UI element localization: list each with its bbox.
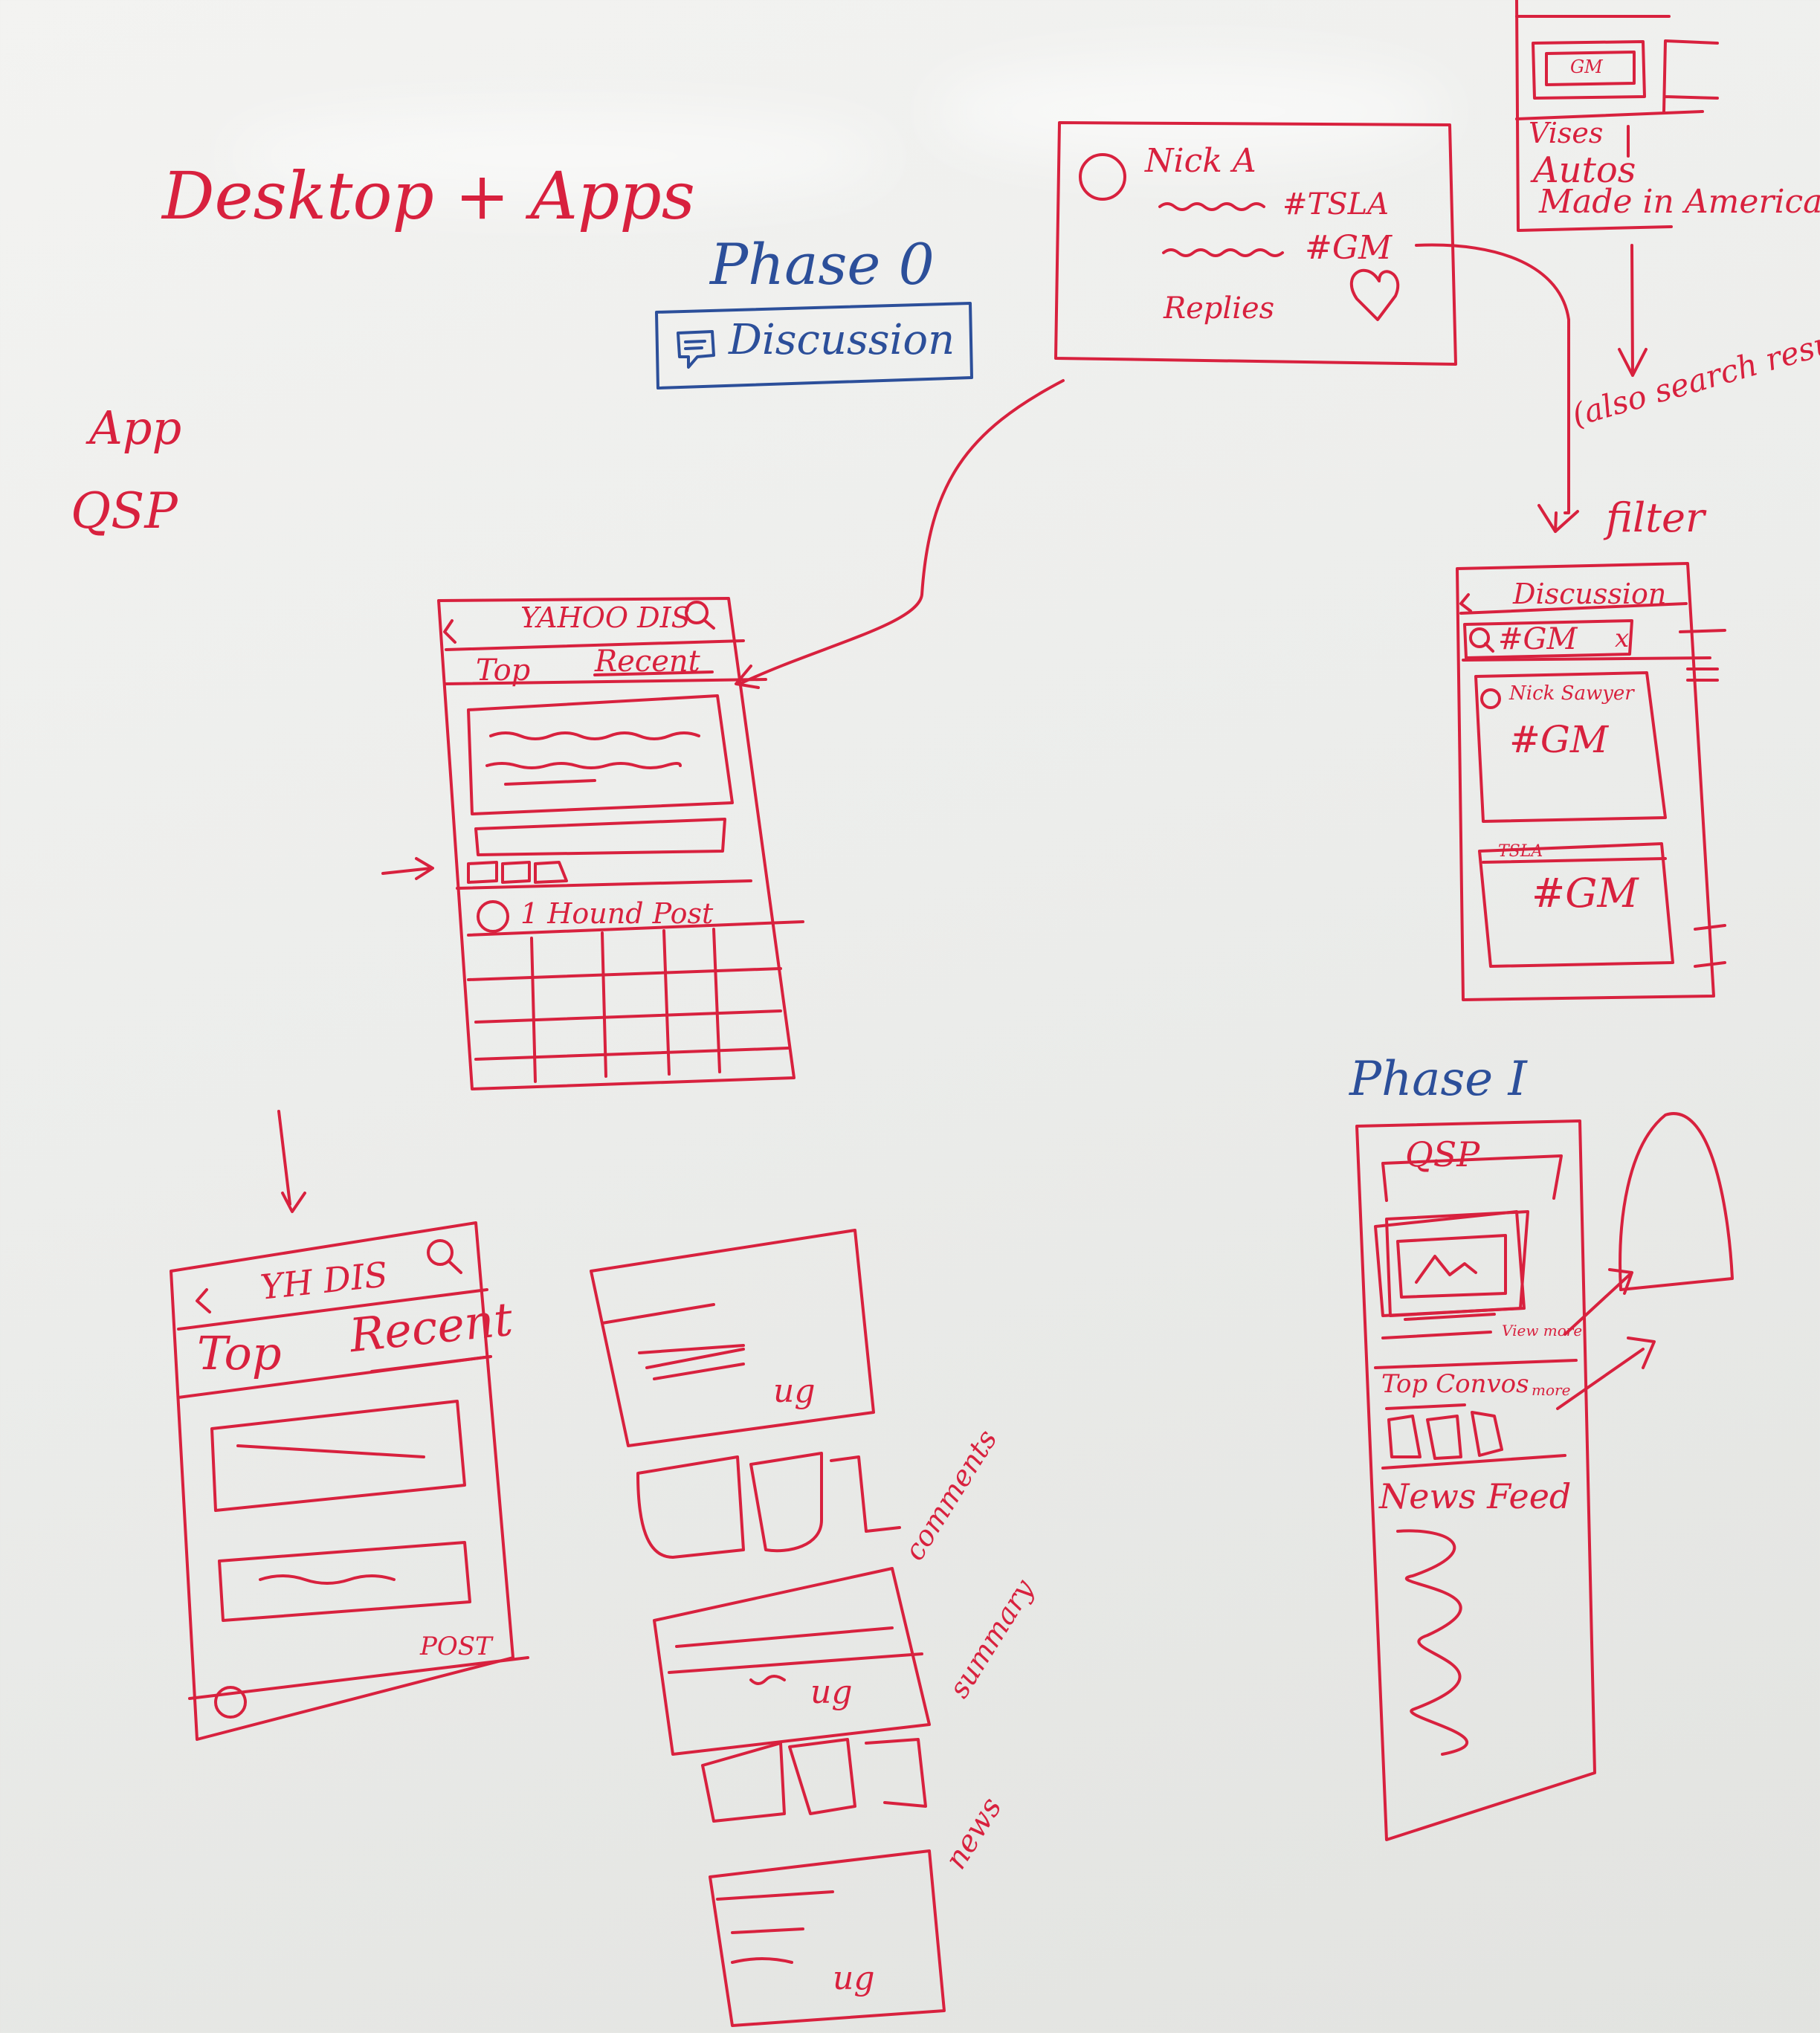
post-tag-tsla: #TSLA bbox=[1282, 187, 1390, 222]
phase0-badge bbox=[655, 302, 973, 390]
chart-icon bbox=[1415, 1255, 1477, 1284]
category-item: Vises bbox=[1529, 117, 1604, 149]
squiggle-line bbox=[1158, 202, 1265, 211]
heart-icon bbox=[1350, 268, 1400, 321]
phase1-screen bbox=[1355, 1112, 1734, 1841]
search-bar bbox=[1463, 619, 1633, 659]
screen1 bbox=[277, 597, 804, 1213]
category-item: Made in America bbox=[1539, 183, 1820, 221]
phase1-more: more bbox=[1532, 1381, 1571, 1399]
phase0-badge-text: Discussion bbox=[729, 316, 955, 364]
phase1-top-convos: Top Convos bbox=[1381, 1369, 1529, 1399]
screen1-title: YAHOO DIS bbox=[520, 601, 691, 634]
category-item: Autos bbox=[1533, 149, 1636, 191]
clear-icon: x bbox=[1615, 624, 1630, 653]
squiggle-line bbox=[749, 1675, 786, 1685]
filtered-search-tag: #GM bbox=[1498, 622, 1578, 656]
search-icon bbox=[1469, 627, 1490, 648]
phase1-view-more: View more bbox=[1502, 1322, 1583, 1339]
back-icon bbox=[443, 619, 456, 644]
arrow bbox=[735, 379, 1065, 689]
squiggle-line bbox=[1396, 1529, 1469, 1756]
gm-button-label: GM bbox=[1570, 56, 1603, 77]
stack-ug-2: ug bbox=[810, 1673, 853, 1711]
phase0-title: Phase 0 bbox=[710, 231, 935, 297]
filtered-post-tag: #GM bbox=[1509, 718, 1609, 761]
phase1-title: Phase I bbox=[1349, 1052, 1527, 1107]
stack-ug-3: ug bbox=[833, 1959, 875, 1997]
app-label: App bbox=[89, 401, 182, 455]
screen2-tab-top: Top bbox=[197, 1326, 282, 1380]
search-icon bbox=[427, 1239, 454, 1266]
avatar bbox=[1079, 153, 1126, 201]
phase1-header: QSP bbox=[1405, 1134, 1480, 1174]
back-icon bbox=[1459, 593, 1472, 613]
tile bbox=[501, 861, 531, 884]
qsp-label: QSP bbox=[71, 482, 178, 540]
screen2-post: POST bbox=[420, 1632, 492, 1661]
tsla-chip: TSLA bbox=[1498, 842, 1543, 861]
gm-button bbox=[1545, 51, 1636, 86]
search-icon bbox=[685, 601, 709, 624]
categories-box bbox=[1515, 0, 1719, 533]
screen1-tab-recent: Recent bbox=[595, 644, 700, 679]
filtered-title: Discussion bbox=[1513, 578, 1667, 610]
arrow bbox=[1556, 1337, 1656, 1410]
post-author: Nick A bbox=[1145, 142, 1256, 180]
tile bbox=[467, 861, 498, 884]
filtered-second-tag: #GM bbox=[1532, 870, 1639, 917]
post-replies: Replies bbox=[1164, 291, 1275, 326]
post-card bbox=[1054, 121, 1570, 514]
tile bbox=[534, 861, 568, 884]
screen1-poster: 1 Hound Post bbox=[520, 897, 714, 930]
filter-label: filter bbox=[1606, 494, 1705, 541]
screen1-tab-top: Top bbox=[476, 653, 531, 688]
heading: Desktop + Apps bbox=[162, 158, 695, 234]
squiggle-line bbox=[1162, 248, 1284, 257]
chat-bubble-icon bbox=[677, 330, 715, 369]
post-tag-gm: #GM bbox=[1305, 229, 1393, 267]
expanded-panel bbox=[1619, 1112, 1734, 1291]
phase1-news-feed: News Feed bbox=[1379, 1476, 1572, 1516]
filtered-screen bbox=[1456, 562, 1726, 1001]
card-stack bbox=[590, 1229, 946, 2027]
emoji-icon bbox=[477, 900, 509, 933]
emoji-icon bbox=[214, 1686, 247, 1719]
arrow bbox=[381, 857, 434, 880]
stack-ug-1: ug bbox=[773, 1372, 816, 1410]
filtered-post-user: Nick Sawyer bbox=[1509, 682, 1634, 705]
back-icon bbox=[196, 1288, 211, 1313]
avatar bbox=[1480, 688, 1501, 709]
screen2 bbox=[170, 1221, 529, 1741]
